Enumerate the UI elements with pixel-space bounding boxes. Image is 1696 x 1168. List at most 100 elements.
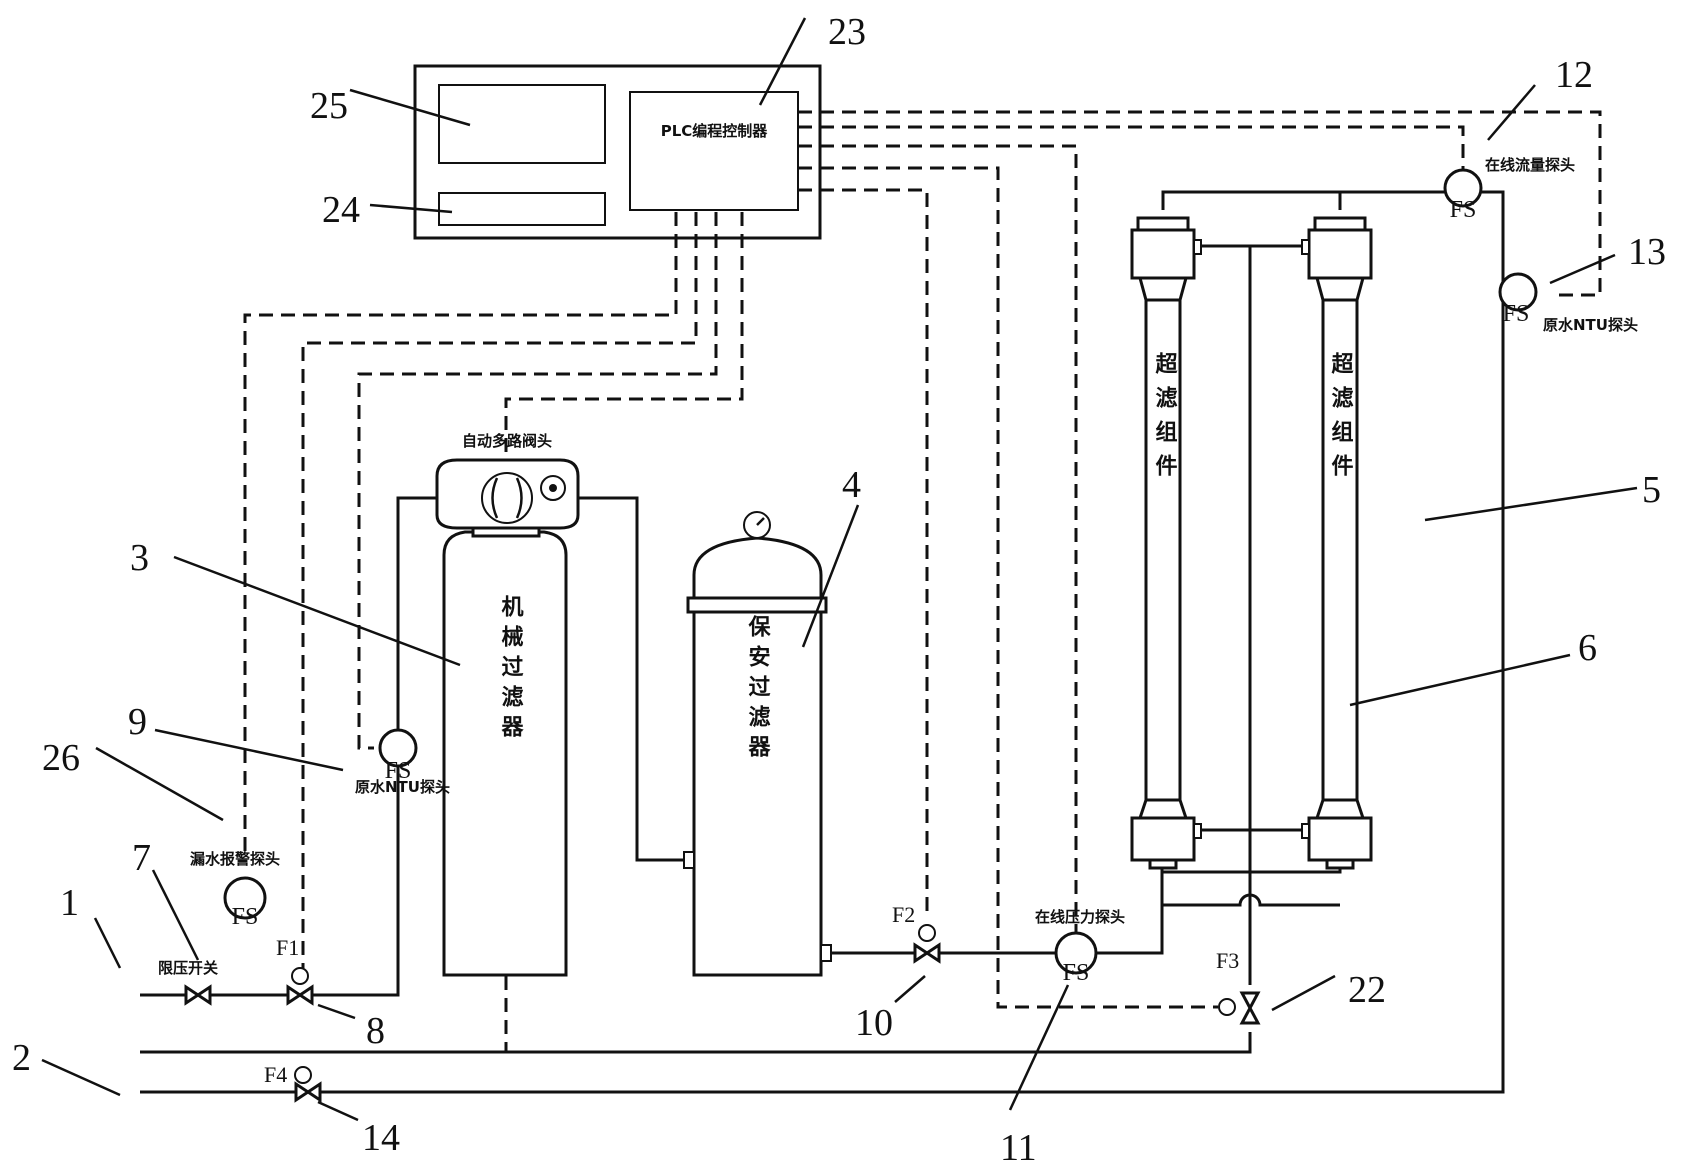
- signal-ntu-right: [798, 110, 1602, 297]
- raw-ntu-probe-left-icon: [378, 728, 418, 768]
- callout-22: 22: [1348, 969, 1386, 1011]
- flow-probe: FS 在线流量探头: [1443, 156, 1575, 223]
- security-filter-inlet: [683, 851, 695, 869]
- leak-alarm-probe-label: 漏水报警探头: [190, 850, 280, 868]
- leader-lines: [41, 17, 1638, 1122]
- valve-f1: F1: [276, 935, 314, 1006]
- valve-f2-label: F2: [892, 902, 915, 927]
- valve-f2-icon: [913, 942, 941, 964]
- security-filter-outlet: [820, 944, 832, 962]
- uf2-bottom-taper: [1314, 798, 1366, 820]
- leader-14: [317, 1100, 359, 1122]
- uf-module-2-label: 超滤组件: [1328, 352, 1354, 488]
- leader-5: [1424, 486, 1638, 522]
- raw-ntu-probe-left-fs: FS: [385, 758, 412, 784]
- callout-12: 12: [1555, 54, 1593, 96]
- uf1-bottom-head: [1130, 816, 1196, 862]
- uf-module-1: 超滤组件: [1130, 216, 1202, 870]
- mechanical-filter-group: 自动多路阀头 机械过滤器: [435, 432, 580, 977]
- mechanical-filter-label: 机械过滤器: [498, 595, 525, 745]
- callout-1: 1: [60, 882, 79, 924]
- button-panel: [438, 192, 606, 226]
- leader-1: [93, 917, 122, 969]
- pipe-to-security-filter: [578, 496, 688, 862]
- signal-f3: [798, 166, 1218, 1009]
- valve-f4-actuator-icon: [294, 1066, 312, 1084]
- uf2-side-port-top: [1301, 239, 1310, 255]
- pressure-gauge-needle: [756, 517, 765, 526]
- leader-24: [369, 203, 453, 214]
- valve-head-label: 自动多路阀头: [462, 432, 552, 450]
- leak-alarm-probe-icon: [223, 876, 267, 920]
- callout-9: 9: [128, 701, 147, 743]
- leader-8: [317, 1003, 356, 1020]
- callout-13: 13: [1628, 231, 1666, 273]
- raw-ntu-probe-left: FS 原水NTU探头: [355, 728, 450, 796]
- callout-8: 8: [366, 1010, 385, 1052]
- leak-alarm-probe: FS 漏水报警探头: [190, 850, 280, 930]
- uf2-bottom-head: [1307, 816, 1373, 862]
- leader-23: [758, 17, 807, 106]
- pipe-concentrate: [1187, 244, 1252, 985]
- uf1-bottom-port: [1148, 858, 1178, 870]
- uf2-top-taper: [1315, 276, 1365, 302]
- pressure-probe-fs: FS: [1063, 960, 1090, 986]
- valve-f1-icon: [286, 984, 314, 1006]
- raw-ntu-probe-right-label: 原水NTU探头: [1543, 316, 1638, 334]
- valve-f2-actuator-icon: [918, 924, 936, 942]
- pipe-permeate-out: [140, 190, 1505, 1094]
- mechanical-filter-tank: [442, 530, 568, 977]
- pipe-drain-out: [140, 1032, 1252, 1054]
- leader-13: [1549, 253, 1616, 285]
- callout-25: 25: [310, 85, 348, 127]
- valve-f1-actuator-icon: [291, 967, 309, 985]
- valve-f2: F2: [892, 902, 941, 964]
- callout-4: 4: [842, 464, 861, 506]
- callout-10: 10: [855, 1002, 893, 1044]
- leak-alarm-probe-fs: FS: [232, 904, 259, 930]
- plc-controller-label: PLC编程控制器: [661, 122, 769, 140]
- security-filter-label: 保安过滤器: [745, 615, 772, 765]
- callout-14: 14: [362, 1117, 400, 1159]
- valve-head-dial: [481, 472, 533, 524]
- signal-valve-head: [504, 212, 744, 459]
- callout-3: 3: [130, 537, 149, 579]
- uf2-top-cap: [1313, 216, 1367, 232]
- pressure-switch-valve-icon: [184, 984, 212, 1006]
- control-cabinet: PLC编程控制器: [413, 64, 822, 240]
- raw-ntu-probe-left-label: 原水NTU探头: [355, 778, 450, 796]
- valve-f4-label: F4: [264, 1062, 287, 1087]
- leader-3: [173, 555, 461, 667]
- plc-controller-box: [629, 91, 799, 211]
- valve-head-knob-center: [549, 484, 557, 492]
- leader-12: [1487, 84, 1536, 141]
- uf2-top-head: [1307, 228, 1373, 280]
- callout-26: 26: [42, 737, 80, 779]
- callout-23: 23: [828, 11, 866, 53]
- signal-pressure-probe: [798, 144, 1078, 950]
- uf-module-1-label: 超滤组件: [1152, 352, 1178, 488]
- raw-ntu-probe-right-icon: [1498, 272, 1538, 312]
- signal-flow-probe: [798, 125, 1465, 170]
- pressure-switch: 限压开关: [158, 959, 218, 1006]
- pressure-probe: FS 在线压力探头: [1035, 908, 1125, 986]
- leader-10: [894, 975, 926, 1003]
- uf1-top-cap: [1136, 216, 1190, 232]
- uf1-body: [1144, 298, 1182, 802]
- uf1-side-port-top: [1193, 239, 1202, 255]
- uf1-top-head: [1130, 228, 1196, 280]
- callout-24: 24: [322, 189, 360, 231]
- valve-f4: F4: [264, 1062, 322, 1103]
- callout-6: 6: [1578, 627, 1597, 669]
- callout-11: 11: [1000, 1127, 1037, 1168]
- valve-f4-icon: [294, 1081, 322, 1103]
- leader-26: [95, 746, 224, 822]
- leader-9: [154, 728, 344, 772]
- leader-7: [151, 869, 200, 961]
- leader-22: [1271, 974, 1336, 1012]
- uf1-bottom-taper: [1137, 798, 1189, 820]
- valve-f3-icon: [1239, 991, 1261, 1025]
- callout-7: 7: [132, 837, 151, 879]
- signal-ntu-left: [357, 212, 718, 750]
